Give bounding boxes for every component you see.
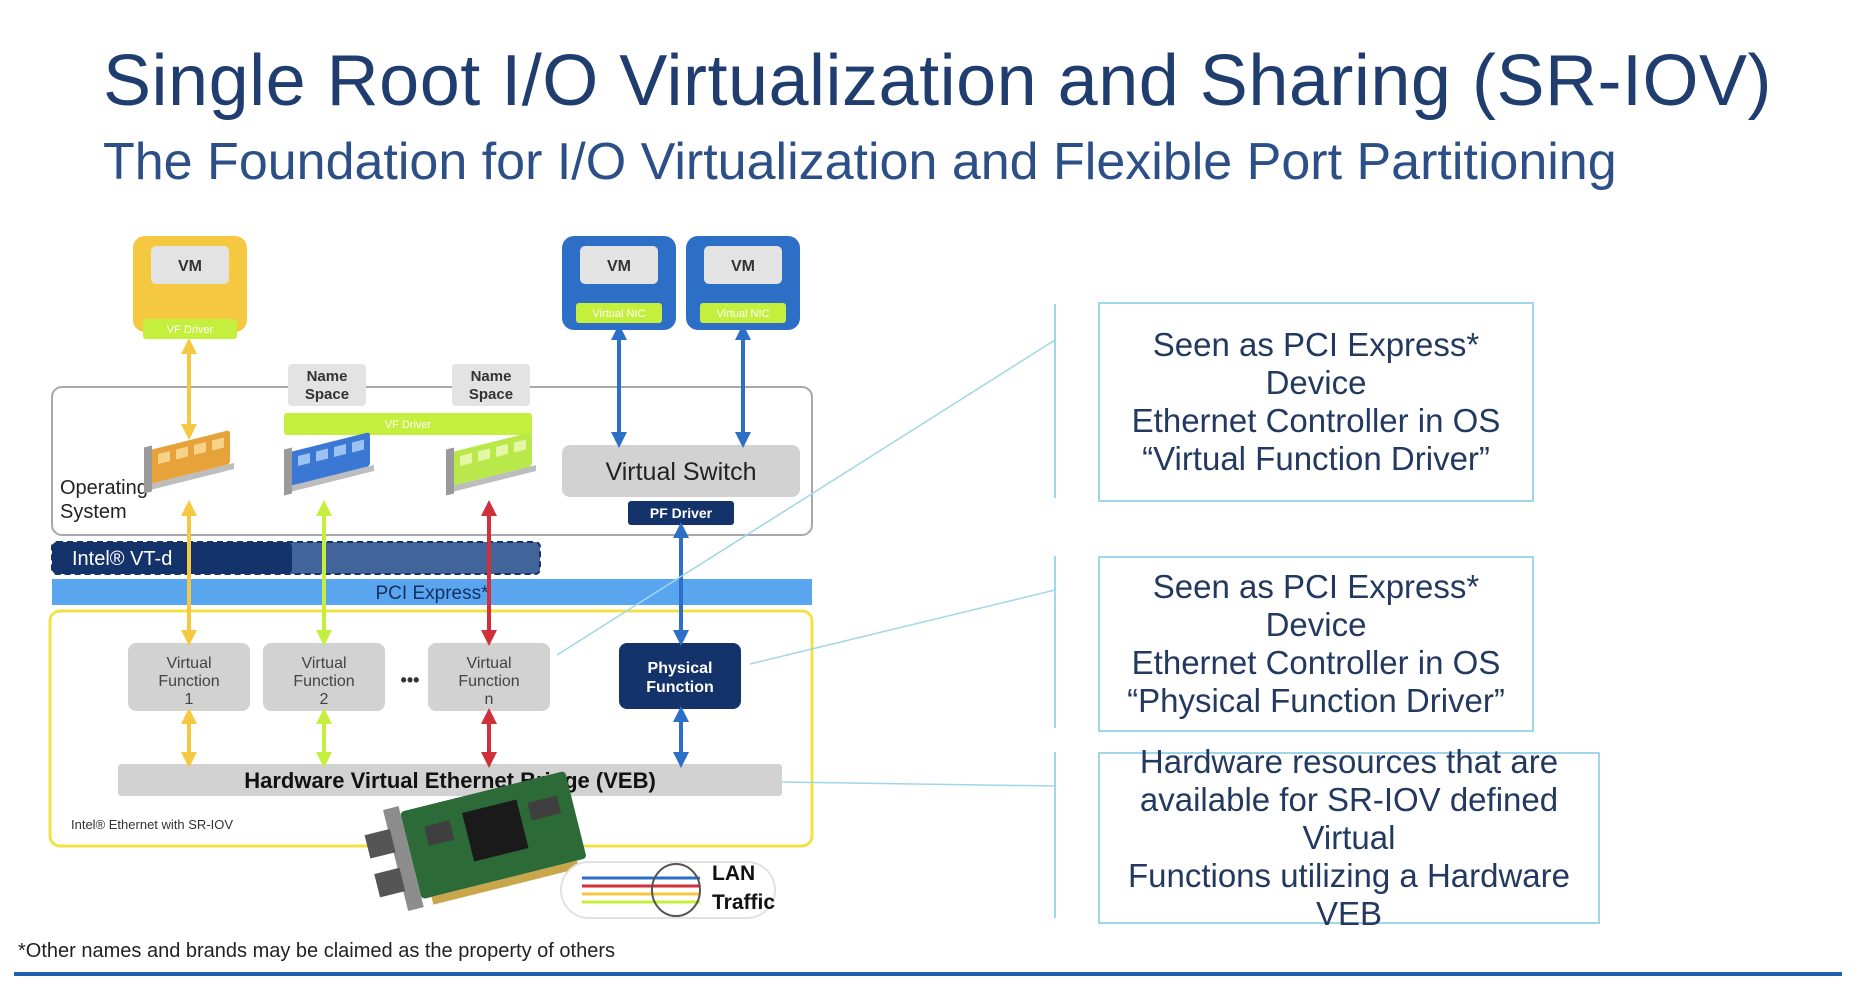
virtual-switch [562,445,800,497]
info-box-vf-driver: Seen as PCI Express* Device Ethernet Con… [1098,302,1534,502]
vf2-index: 2 [320,691,329,708]
info-box-3-line1: Hardware resources that are [1139,743,1559,780]
veb-label: Hardware Virtual Ethernet Bridge (VEB) [244,768,656,793]
lan-label: LAN [712,862,755,885]
vf-driver-left-label: VF Driver [167,324,214,336]
vtd-bar-dark [52,542,292,574]
name-space-right-line1: Name [471,368,512,385]
ethernet-adapter-icon [364,771,586,911]
info-box-hardware-veb: Hardware resources that are available fo… [1098,743,1600,932]
physical-function [619,643,741,709]
virtual-nic-middle [576,303,662,323]
vf-driver-shared [284,413,532,435]
name-space-right-line2: Space [469,386,513,403]
info-box-1-line3: “Virtual Function Driver” [1142,440,1490,477]
sriov-caption: Intel® Ethernet with SR-IOV [71,817,233,832]
vm-left-box [151,246,229,284]
info-box-1-line1: Seen as PCI Express* Device [1152,326,1480,401]
info-box-2-line1: Seen as PCI Express* Device [1152,568,1480,643]
pci-express-label: PCI Express* [376,583,490,604]
traffic-label: Traffic [712,891,775,914]
footnote: *Other names and brands may be claimed a… [18,940,615,962]
virtual-nic-middle-label: Virtual NIC [593,308,646,320]
info-box-1-line2: Ethernet Controller in OS [1131,402,1501,439]
pf-driver-label: PF Driver [650,505,713,521]
os-label-line2: System [60,501,127,523]
info-box-2-line3: “Physical Function Driver” [1127,682,1505,719]
virtual-function-2 [263,643,385,711]
connector-pf [749,589,1056,665]
vm-left-label: VM [178,258,202,275]
info-box-3-line3: Functions utilizing a Hardware VEB [1127,857,1571,932]
vfn-line1: Virtual [466,655,511,672]
vfn-index: n [485,691,494,708]
virtual-function-1 [128,643,250,711]
virtual-switch-label: Virtual Switch [606,458,757,486]
physical-function-line1: Physical [648,660,713,677]
connector-vf [556,339,1056,656]
physical-function-line2: Function [646,679,714,696]
pf-driver [628,501,734,525]
nic-card-blue-icon [284,432,374,496]
vf-driver-shared-label: VF Driver [385,419,432,431]
vf1-line2: Function [158,673,219,690]
nic-card-orange-icon [144,430,234,494]
connector-veb [781,781,1056,787]
vf1-line1: Virtual [166,655,211,672]
vfn-line2: Function [458,673,519,690]
name-space-right [452,364,530,406]
info-box-pf-driver: Seen as PCI Express* Device Ethernet Con… [1098,556,1534,732]
name-space-left [288,364,366,406]
vf2-line1: Virtual [301,655,346,672]
info-box-3-line2: available for SR-IOV defined Virtual [1139,781,1559,856]
hardware-veb [118,764,782,796]
vm-right-box [704,246,782,284]
name-space-left-line1: Name [307,368,348,385]
legend-ring [651,863,701,917]
lan-traffic-legend [560,861,776,919]
vtd-label: Intel® VT-d [72,548,172,570]
vf1-index: 1 [185,691,194,708]
vf2-line2: Function [293,673,354,690]
nic-card-green-icon [446,432,536,496]
page-title: Single Root I/O Virtualization and Shari… [103,41,1772,121]
vf-driver-left [143,319,237,339]
page-subtitle: The Foundation for I/O Virtualization an… [103,133,1617,191]
ellipsis: ••• [401,670,420,690]
info-box-2-line2: Ethernet Controller in OS [1131,644,1501,681]
virtual-nic-right-label: Virtual NIC [717,308,770,320]
bottom-rule [14,972,1842,976]
name-space-left-line2: Space [305,386,349,403]
virtual-function-n [428,643,550,711]
os-label-line1: Operating [60,477,148,499]
vm-middle-box [580,246,658,284]
virtual-nic-right [700,303,786,323]
vm-middle-label: VM [607,258,631,275]
vm-right-label: VM [731,258,755,275]
